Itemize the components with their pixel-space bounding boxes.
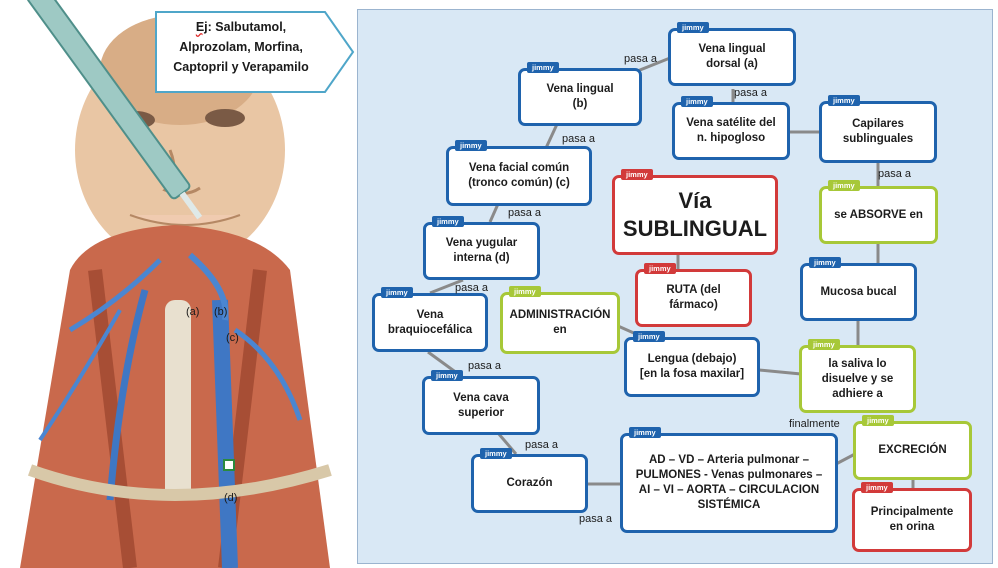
node-tag: jimmy [480, 448, 512, 459]
node-label: Vena lingual dorsal (a) [698, 43, 766, 70]
node-label: Lengua (debajo) [en la fosa maxilar] [639, 353, 745, 380]
link-label: pasa a [562, 133, 596, 145]
node-tag: jimmy [629, 427, 661, 438]
node-tag: jimmy [808, 339, 840, 350]
node-vena-cava[interactable]: jimmy Vena cava superior [422, 370, 540, 435]
node-lengua[interactable]: jimmy Lengua (debajo) [en la fosa maxila… [624, 331, 760, 397]
node-mucosa[interactable]: jimmy Mucosa bucal [800, 257, 917, 321]
node-label: EXCRECIÓN [878, 444, 947, 456]
callout-shape [155, 11, 355, 93]
node-label: Capilares sublinguales [842, 118, 914, 145]
node-label: Vena braquiocefálica [387, 308, 473, 336]
node-tag: jimmy [621, 169, 653, 180]
node-ruta[interactable]: jimmy RUTA (del fármaco) [635, 263, 752, 327]
node-saliva[interactable]: jimmy la saliva lo disuelve y se adhiere… [799, 339, 916, 413]
node-label: ADMINISTRACIÓN en [509, 309, 611, 336]
node-vena-satelite[interactable]: jimmy Vena satélite del n. hipogloso [672, 96, 790, 160]
examples-prefix: Ej [195, 20, 208, 34]
link-label: pasa a [878, 168, 912, 180]
node-excrecion[interactable]: jimmy EXCRECIÓN [853, 415, 972, 480]
node-label: la saliva lo disuelve y se adhiere a [821, 357, 894, 400]
node-label: AD – VD – Arteria pulmonar – PULMONES - … [635, 454, 823, 511]
node-vena-yugular[interactable]: jimmy Vena yugular interna (d) [423, 216, 540, 280]
node-label: Vena lingual (b) [546, 83, 614, 110]
node-tag: jimmy [828, 95, 860, 106]
node-capilares[interactable]: jimmy Capilares sublinguales [819, 95, 937, 163]
node-vena-braquio[interactable]: jimmy Vena braquiocefálica [372, 287, 488, 352]
node-circulacion[interactable]: jimmy AD – VD – Arteria pulmonar – PULMO… [620, 427, 838, 533]
node-vena-lingual-dorsal[interactable]: jimmy Vena lingual dorsal (a) [668, 22, 796, 86]
node-label: se ABSORVE en [834, 208, 923, 221]
node-tag: jimmy [509, 286, 541, 297]
neck-veins-illustration: (a) (b) (c) (d) [0, 0, 345, 568]
node-administracion[interactable]: jimmy ADMINISTRACIÓN en [500, 286, 620, 354]
node-label: Vena cava superior [453, 391, 509, 419]
node-tag: jimmy [381, 287, 413, 298]
node-tag: jimmy [677, 22, 709, 33]
node-vena-facial[interactable]: jimmy Vena facial común (tronco común) (… [446, 140, 592, 206]
label-b: (b) [214, 306, 228, 318]
link-label: pasa a [508, 207, 542, 219]
node-vena-lingual[interactable]: jimmy Vena lingual (b) [518, 62, 642, 126]
node-label: Corazón [506, 477, 553, 489]
link-label: finalmente [789, 418, 840, 430]
label-a: (a) [186, 306, 200, 318]
node-tag: jimmy [633, 331, 665, 342]
node-se-absorve[interactable]: jimmy se ABSORVE en [819, 180, 938, 244]
node-tag: jimmy [527, 62, 559, 73]
node-label: Vena satélite del n. hipogloso [686, 117, 776, 144]
node-label: Mucosa bucal [820, 285, 897, 298]
node-label: Vena facial común (tronco común) (c) [468, 162, 570, 189]
examples-callout: Ej: Salbutamol, Alprozolam, Morfina, Cap… [155, 11, 355, 93]
node-tag: jimmy [681, 96, 713, 107]
link-label: pasa a [455, 282, 489, 294]
link-label: pasa a [579, 513, 613, 525]
main-title-node[interactable]: jimmy Vía SUBLINGUAL [612, 169, 778, 255]
node-tag: jimmy [828, 180, 860, 191]
node-orina[interactable]: jimmy Principalmente en orina [852, 482, 972, 552]
link-label: pasa a [734, 87, 768, 99]
concept-map: jimmy Vía SUBLINGUAL jimmy Vena lingual … [357, 9, 993, 564]
node-tag: jimmy [431, 370, 463, 381]
label-c: (c) [226, 332, 239, 344]
label-d: (d) [224, 492, 238, 504]
node-label: RUTA (del fármaco) [666, 284, 721, 311]
node-tag: jimmy [809, 257, 841, 268]
node-corazon[interactable]: jimmy Corazón [471, 448, 588, 513]
examples-text: Ej: Salbutamol, Alprozolam, Morfina, Cap… [161, 17, 321, 77]
node-tag: jimmy [644, 263, 676, 274]
main-title: Vía SUBLINGUAL [622, 188, 768, 241]
link-label: pasa a [468, 360, 502, 372]
node-tag: jimmy [432, 216, 464, 227]
link-label: pasa a [624, 53, 658, 65]
examples-drugs: : Salbutamol, Alprozolam, Morfina, Capto… [173, 20, 309, 74]
node-label: Principalmente en orina [870, 506, 954, 533]
node-tag: jimmy [861, 482, 893, 493]
link-label: pasa a [525, 439, 559, 451]
node-tag: jimmy [862, 415, 894, 426]
node-tag: jimmy [455, 140, 487, 151]
node-label: Vena yugular interna (d) [445, 237, 518, 264]
